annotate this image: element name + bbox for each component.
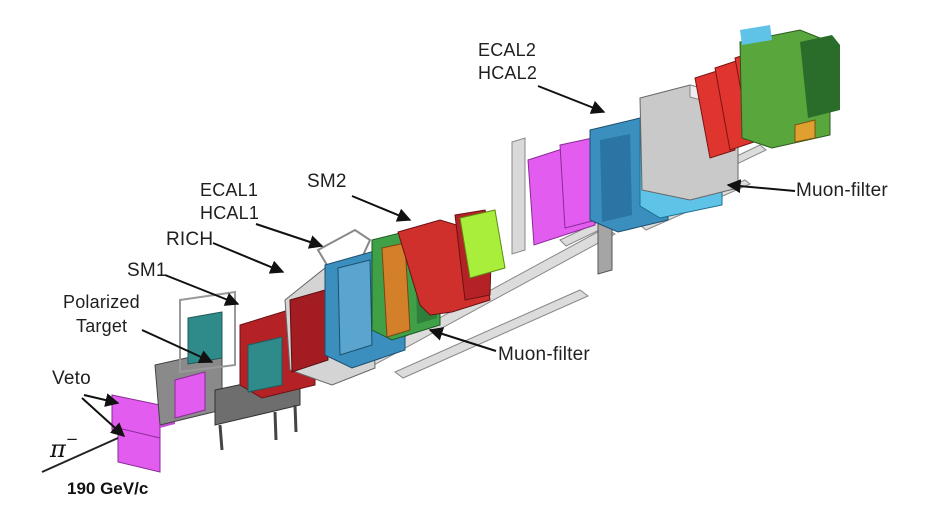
label-beam-energy: 190 GeV/c: [67, 479, 149, 498]
label-ecal2: ECAL2: [478, 40, 537, 60]
beam-particle-symbol: π: [50, 435, 66, 463]
sm2-magnet: [397, 209, 506, 316]
label-target: Target: [76, 316, 128, 336]
label-ecal1: ECAL1: [200, 180, 259, 200]
polarized-target: [154, 349, 301, 451]
label-beam-particle: π−: [50, 430, 78, 463]
beam-line: [41, 437, 119, 473]
label-muon-filter-mid: Muon-filter: [498, 344, 590, 365]
label-arrows: [81, 85, 796, 437]
beam-particle-charge: −: [65, 430, 79, 448]
label-sm2: SM2: [307, 171, 347, 192]
label-hcal2: HCAL2: [478, 63, 538, 83]
label-hcal1: HCAL1: [200, 203, 260, 223]
label-rich: RICH: [166, 229, 214, 250]
rear-stations: [694, 25, 840, 159]
label-polarized: Polarized: [63, 292, 140, 312]
label-muon-filter-top: Muon-filter: [796, 180, 888, 201]
label-veto: Veto: [52, 368, 91, 389]
label-sm1: SM1: [127, 260, 167, 281]
